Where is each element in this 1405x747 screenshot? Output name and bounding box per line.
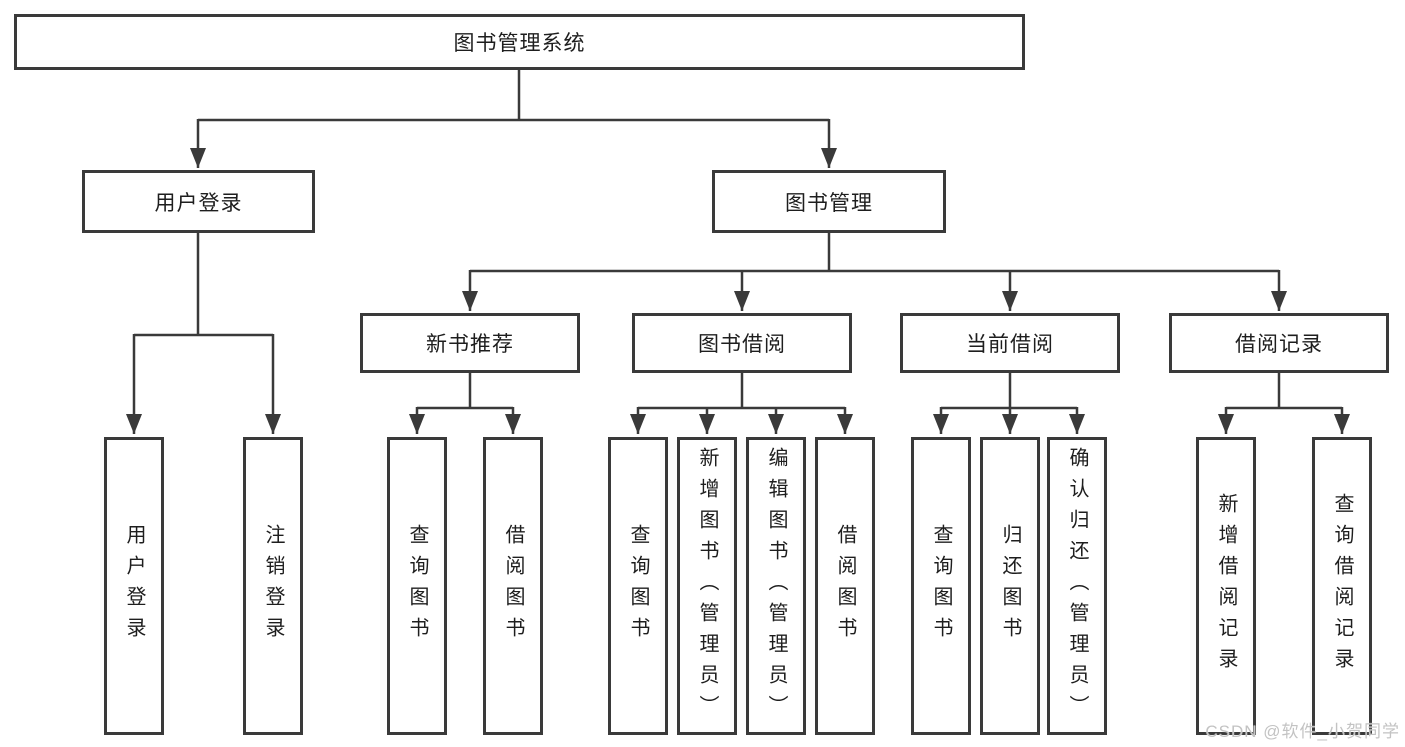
leaf-confirm-return-admin-label: 确认归还（管理员） (1066, 446, 1088, 726)
leaf-query-book-borrow-label: 查询图书 (627, 524, 649, 648)
connector-module-2-trunk (941, 373, 1077, 410)
node-new-book-recommend-label: 新书推荐 (426, 333, 514, 356)
leaf-add-book-admin-label: 新增图书（管理员） (696, 446, 718, 726)
leaf-user-login-label: 用户登录 (123, 524, 145, 648)
node-book-borrow-label: 图书借阅 (698, 333, 786, 356)
leaf-query-book-current: 查询图书 (911, 437, 971, 735)
leaf-edit-book-admin: 编辑图书（管理员） (746, 437, 806, 735)
node-borrow-record: 借阅记录 (1169, 313, 1389, 373)
node-current-borrow: 当前借阅 (900, 313, 1120, 373)
node-new-book-recommend: 新书推荐 (360, 313, 580, 373)
node-book-borrow: 图书借阅 (632, 313, 852, 373)
leaf-confirm-return-admin: 确认归还（管理员） (1047, 437, 1107, 735)
leaf-add-book-admin: 新增图书（管理员） (677, 437, 737, 735)
node-root-label: 图书管理系统 (453, 32, 586, 55)
leaf-logout: 注销登录 (243, 437, 303, 735)
leaf-add-borrow-record: 新增借阅记录 (1196, 437, 1256, 735)
leaf-borrow-book-label: 借阅图书 (834, 524, 856, 648)
node-current-borrow-label: 当前借阅 (966, 333, 1054, 356)
node-root-library-system: 图书管理系统 (14, 14, 1025, 70)
csdn-watermark: CSDN @软件_小贺同学 (1205, 722, 1400, 741)
leaf-logout-label: 注销登录 (262, 524, 284, 648)
leaf-return-book: 归还图书 (980, 437, 1040, 735)
leaf-query-book-current-label: 查询图书 (930, 524, 952, 648)
leaf-query-book-recommend: 查询图书 (387, 437, 447, 735)
connector-book-mgmt-trunk (470, 233, 1279, 273)
node-book-management-label: 图书管理 (785, 191, 873, 215)
node-user-login-label: 用户登录 (154, 191, 243, 215)
leaf-query-borrow-record: 查询借阅记录 (1312, 437, 1372, 735)
connector-module-1-trunk (638, 373, 845, 410)
leaf-user-login: 用户登录 (104, 437, 164, 735)
connector-user-login-trunk (134, 233, 273, 337)
leaf-borrow-book: 借阅图书 (815, 437, 875, 735)
connector-root-trunk (198, 70, 829, 122)
node-book-management: 图书管理 (712, 170, 946, 233)
leaf-query-book-borrow: 查询图书 (608, 437, 668, 735)
node-borrow-record-label: 借阅记录 (1235, 333, 1323, 356)
leaf-query-book-recommend-label: 查询图书 (406, 524, 428, 648)
leaf-borrow-book-recommend: 借阅图书 (483, 437, 543, 735)
leaf-return-book-label: 归还图书 (999, 524, 1021, 648)
node-user-login: 用户登录 (82, 170, 315, 233)
connector-module-3-trunk (1226, 373, 1342, 410)
leaf-query-borrow-record-label: 查询借阅记录 (1331, 493, 1353, 679)
connector-module-0-trunk (417, 373, 513, 410)
leaf-borrow-book-recommend-label: 借阅图书 (502, 524, 524, 648)
leaf-edit-book-admin-label: 编辑图书（管理员） (765, 446, 787, 726)
leaf-add-borrow-record-label: 新增借阅记录 (1215, 493, 1237, 679)
